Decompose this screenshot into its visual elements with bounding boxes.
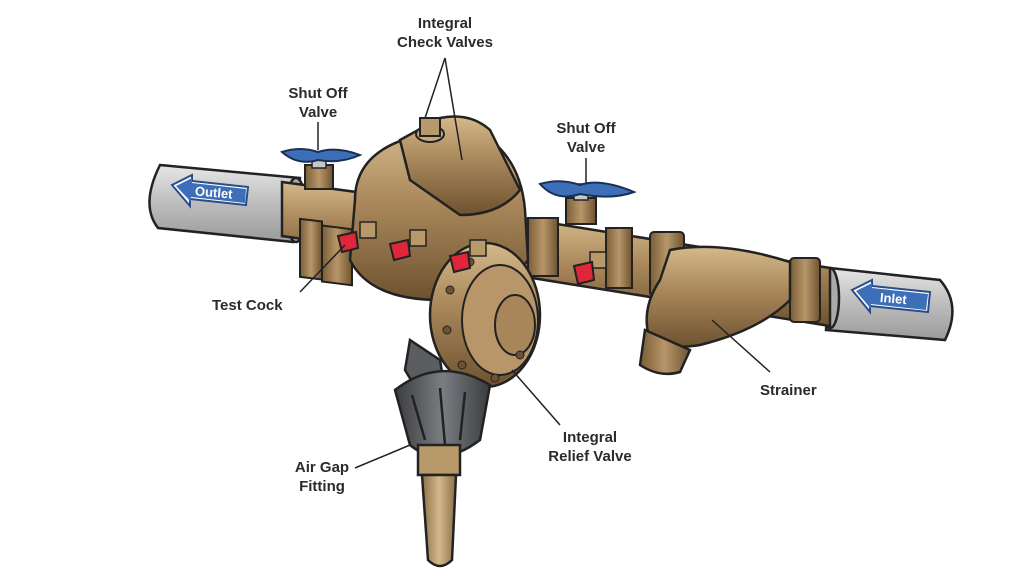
integral-check-valves-label: Integral Check Valves bbox=[385, 14, 505, 52]
integral-check-valves-line-1: Integral bbox=[417, 15, 473, 32]
shut-off-valve-right-label: Shut Off Valve bbox=[538, 119, 634, 157]
shut-off-valve-left bbox=[280, 148, 363, 190]
integral-relief-valve-label: Integral Relief Valve bbox=[532, 428, 648, 466]
leader-check-valve-2 bbox=[444, 57, 463, 161]
outlet-arrow bbox=[170, 173, 250, 209]
leader-air-gap bbox=[354, 444, 411, 469]
inlet-arrow bbox=[850, 278, 932, 315]
integral-relief-valve-line-2: Relief Valve bbox=[548, 448, 632, 465]
shut-off-valve-right bbox=[538, 180, 637, 225]
air-gap-fitting-body bbox=[393, 337, 492, 568]
air-gap-fitting-label: Air Gap Fitting bbox=[280, 458, 364, 496]
shut-off-valve-left-label: Shut Off Valve bbox=[270, 84, 366, 122]
relief-valve-body bbox=[428, 241, 542, 389]
test-cock-4 bbox=[572, 251, 607, 286]
leader-lines bbox=[299, 57, 771, 469]
test-cock-label: Test Cock bbox=[212, 297, 283, 314]
shut-off-valve-left-line-2: Valve bbox=[298, 104, 338, 121]
air-gap-fitting-line-2: Fitting bbox=[299, 478, 345, 495]
leader-strainer bbox=[711, 319, 771, 373]
integral-check-valves-line-2: Check Valves bbox=[397, 34, 493, 51]
shut-off-valve-right-line-1: Shut Off bbox=[556, 120, 616, 137]
leader-relief-valve bbox=[511, 369, 561, 426]
integral-relief-valve-line-1: Integral bbox=[562, 429, 618, 446]
inlet-arrow-label: Inlet bbox=[879, 289, 908, 308]
shut-off-valve-right-line-2: Valve bbox=[566, 139, 606, 156]
leader-check-valve-1 bbox=[424, 57, 446, 119]
test-cock-3 bbox=[448, 239, 487, 274]
leader-test-cock bbox=[299, 244, 346, 293]
shut-off-valve-left-line-1: Shut Off bbox=[288, 85, 348, 102]
air-gap-fitting-line-1: Air Gap bbox=[294, 459, 350, 476]
outlet-arrow-label: Outlet bbox=[194, 183, 234, 202]
test-cock-2 bbox=[388, 229, 427, 262]
strainer-label: Strainer bbox=[760, 382, 817, 399]
